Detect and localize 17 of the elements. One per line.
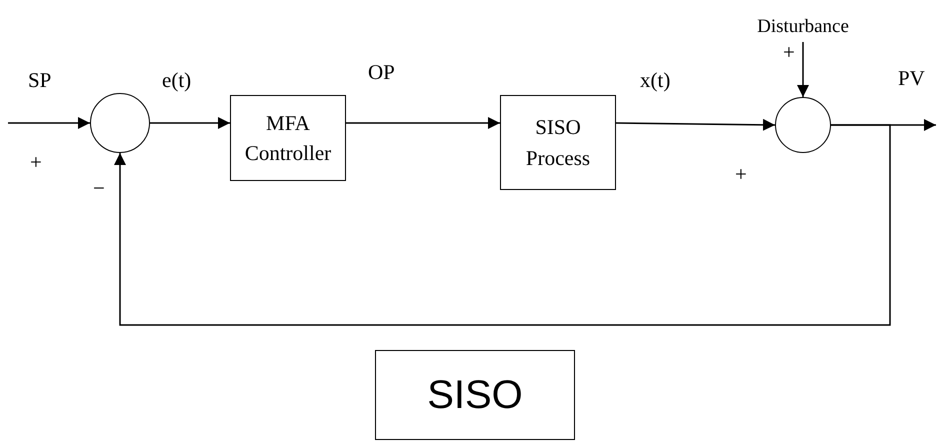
arrow [797, 42, 809, 97]
signal-label: e(t) [162, 70, 192, 91]
block-label: SISO [427, 372, 523, 419]
summing-junction-circle [90, 93, 150, 153]
process-box [230, 95, 346, 181]
block-label: SISO Process [524, 114, 592, 172]
signal-label: x(t) [640, 70, 670, 91]
arrow [616, 118, 775, 131]
summing-junction-circle [775, 97, 831, 153]
block-label: MFA Controller [244, 110, 332, 167]
process-box [500, 95, 616, 190]
arrow [346, 117, 500, 129]
feedback-arrow [114, 124, 891, 326]
arrow [8, 117, 90, 129]
input-label: Disturbance [730, 12, 876, 42]
process-box [375, 350, 575, 440]
arrow [150, 117, 230, 129]
